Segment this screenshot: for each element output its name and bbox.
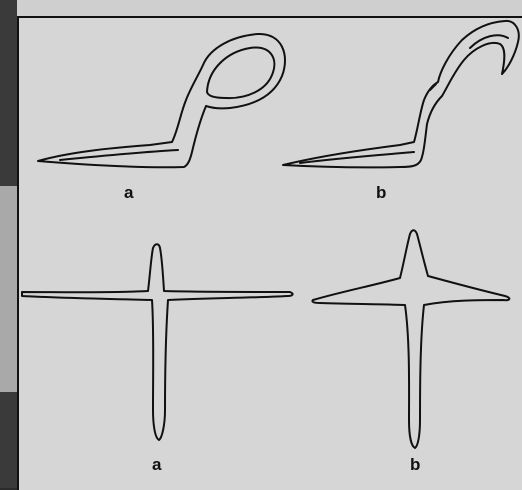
label-top-a: a (124, 183, 133, 203)
label-top-b: b (376, 183, 386, 203)
label-bottom-a: a (152, 455, 161, 475)
shape-bottom-a (22, 244, 293, 440)
label-bottom-b: b (410, 455, 420, 475)
shape-bottom-b (312, 230, 509, 448)
shape-top-b (283, 21, 519, 167)
shape-top-a (38, 34, 285, 167)
